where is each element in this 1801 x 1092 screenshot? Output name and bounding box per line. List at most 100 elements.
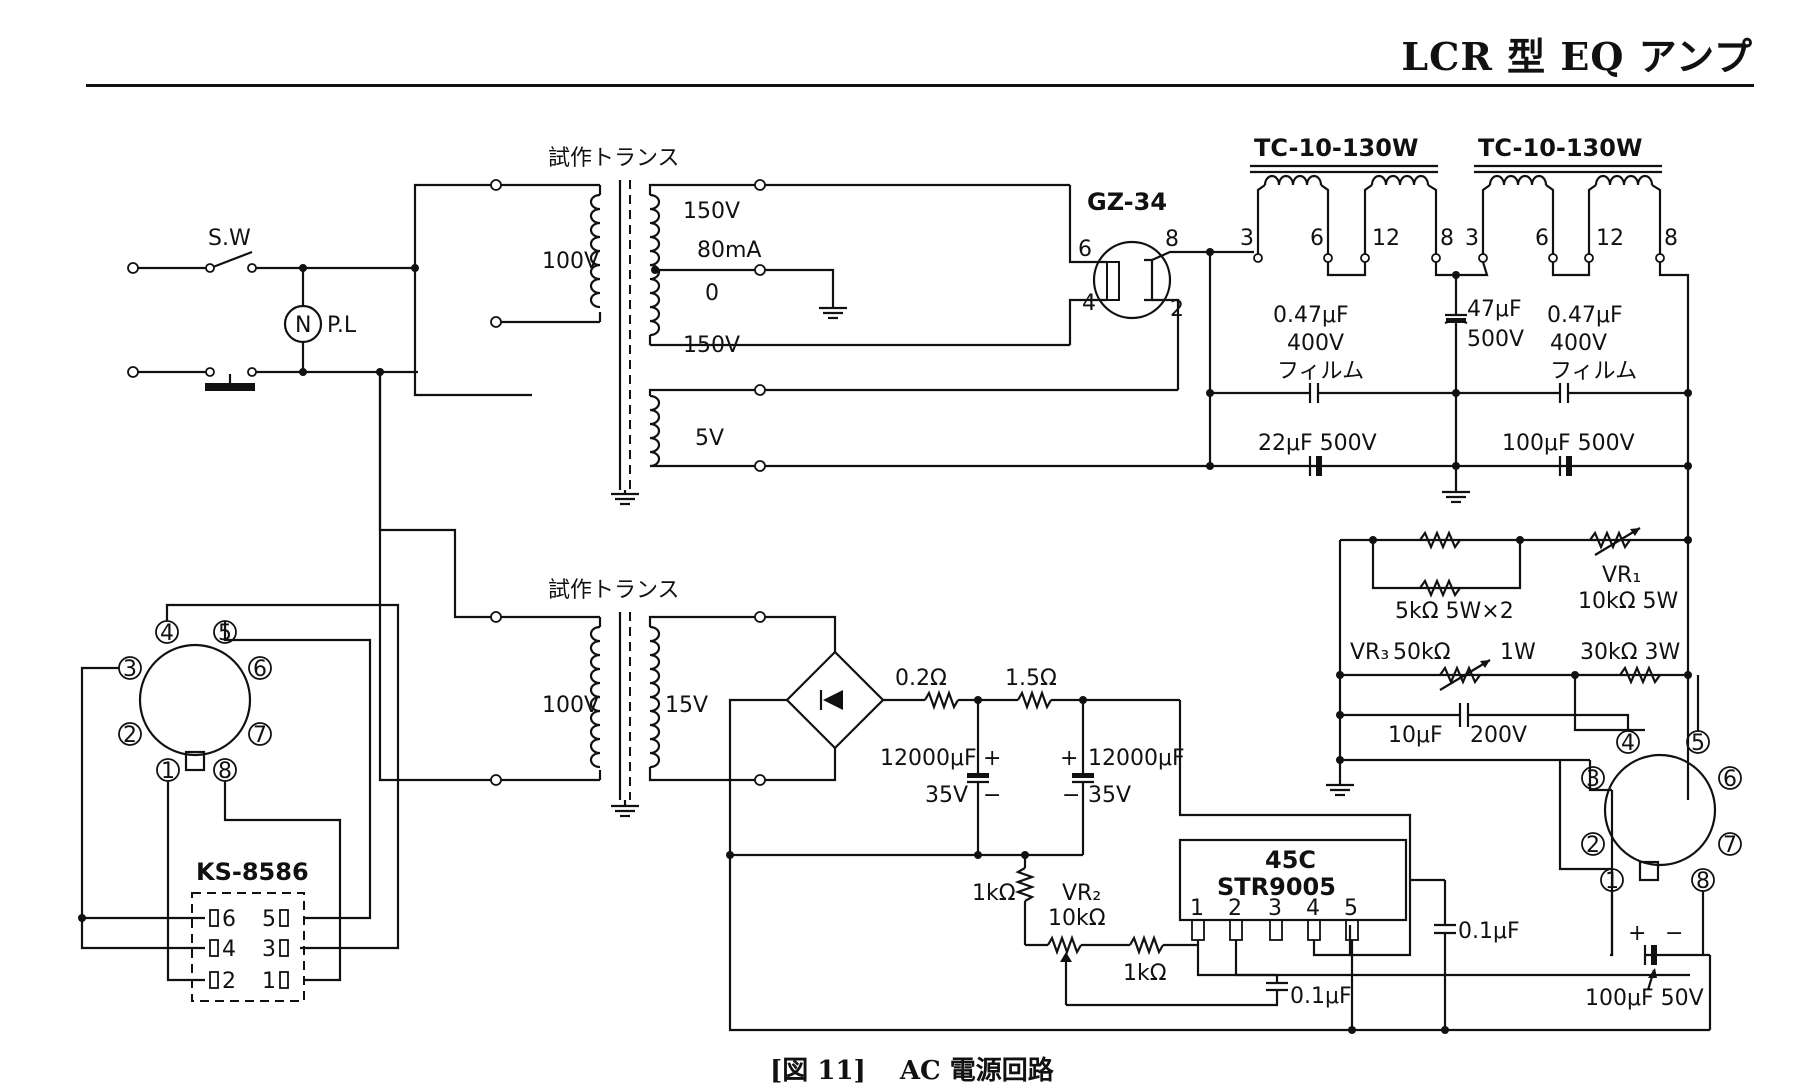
lv-supply: 0.2Ω 1.5Ω 12000μF + 35V − + 12000μF − 35…	[726, 650, 1710, 1032]
mains-input: S.W N P.L	[127, 183, 532, 782]
svg-text:3: 3	[123, 657, 137, 682]
power-switch	[212, 250, 253, 269]
r-30k-label: 30kΩ 3W	[1580, 640, 1681, 665]
header-rule	[86, 84, 1754, 87]
resistor-5k-b	[1419, 578, 1461, 598]
trans2-primary-label: 100V	[542, 693, 599, 718]
trans1-primary-winding	[589, 193, 601, 309]
cap2-voltage: 500V	[1467, 327, 1524, 352]
conn-right-pin-5: 5	[262, 907, 276, 932]
trans1-hv-voltage-top: 150V	[683, 199, 740, 224]
conn-right-pin-1: 1	[262, 969, 276, 994]
resistor-0.2ohm	[924, 689, 959, 711]
c4-label: 0.1μF	[1458, 919, 1520, 944]
cap2-value: 47μF	[1467, 297, 1522, 322]
connector-ks8586: KS-8586 6 4 2 5 3 1	[191, 858, 309, 1002]
figure-title: AC 電源回路	[899, 1056, 1054, 1086]
resistor-5k-a	[1419, 530, 1461, 550]
r4-label: 1kΩ	[1123, 961, 1167, 986]
trans1-hv-voltage-bottom: 150V	[683, 333, 740, 358]
c1-voltage: 35V	[925, 783, 968, 808]
conn-right-pin-3: 3	[262, 937, 276, 962]
cap-10uf-label: 10μF	[1388, 723, 1443, 748]
svg-text:+: +	[1628, 921, 1646, 946]
resistor-1k-a	[1014, 867, 1036, 902]
svg-text:6: 6	[1723, 767, 1737, 792]
choke-1: TC-10-130W 3 6 12 8	[1240, 134, 1454, 277]
svg-text:1: 1	[161, 759, 175, 784]
rectifier-pin2: 2	[1170, 297, 1184, 322]
r-5k-label: 5kΩ 5W×2	[1395, 599, 1514, 624]
pilot-lamp-label: P.L	[327, 313, 357, 338]
page-header-title: LCR 型 EQ アンプ	[1401, 34, 1753, 79]
regulator-line1: 45C	[1265, 846, 1316, 874]
figure-caption: [図 11] AC 電源回路	[770, 1050, 1088, 1087]
svg-text:+: +	[983, 746, 1001, 771]
vr2-label: 10kΩ	[1048, 906, 1106, 931]
conn-left-pin-2: 2	[222, 969, 236, 994]
svg-text:5: 5	[1691, 731, 1705, 756]
svg-text:8: 8	[218, 759, 232, 784]
input-terminal-top	[127, 262, 139, 274]
gz34-rectifier-tube: GZ-34 6 8 4 2	[1068, 185, 1200, 390]
choke1-pin3: 3	[1240, 226, 1254, 251]
socket-left-body	[138, 643, 252, 757]
choke1-pin12: 12	[1372, 226, 1400, 251]
svg-text:4: 4	[160, 621, 174, 646]
cap1-voltage: 400V	[1287, 331, 1344, 356]
trans1-hv-winding	[649, 193, 661, 337]
trans1-primary-label: 100V	[542, 249, 599, 274]
svg-text:2: 2	[123, 723, 137, 748]
rectifier-name: GZ-34	[1087, 188, 1167, 216]
trans2-secondary-label: 15V	[665, 693, 708, 718]
socket-right: 1 2 3 4 5 6 7 8	[1558, 675, 1742, 955]
svg-text:1: 1	[1605, 869, 1619, 894]
resistor-30k	[1619, 665, 1661, 685]
r-1.5-label: 1.5Ω	[1005, 666, 1057, 691]
power-transformer-2: 試作トランス 100V 15V	[490, 578, 837, 818]
svg-text:+: +	[1060, 746, 1078, 771]
vr1-name: VR₁	[1602, 563, 1641, 588]
figure-number: [図 11]	[770, 1056, 866, 1086]
regulator-line2: STR9005	[1217, 873, 1336, 901]
trans1-title: 試作トランス	[548, 146, 680, 171]
conn-left-pin-4: 4	[222, 937, 236, 962]
vr3-wattage: 1W	[1500, 640, 1536, 665]
choke2-name: TC-10-130W	[1478, 134, 1642, 162]
fuse-body	[205, 383, 255, 391]
connector-name: KS-8586	[196, 858, 309, 886]
cap4-label: 22μF 500V	[1258, 431, 1377, 456]
reg-pin-3: 3	[1268, 896, 1282, 921]
pilot-lamp-symbol: N	[295, 313, 311, 338]
rectifier-pin6: 6	[1078, 237, 1092, 262]
cap-10uf-voltage: 200V	[1470, 723, 1527, 748]
trans2-primary-winding	[589, 625, 601, 769]
regulator-pins: 1 2 3 4 5	[1190, 896, 1359, 941]
hv-filter-network: 0.47μF 400V フィルム 47μF 500V 0.47μF 400V フ…	[1200, 248, 1692, 800]
r3-label: 1kΩ	[972, 881, 1016, 906]
vr1-label: 10kΩ 5W	[1578, 589, 1679, 614]
choke2-pin3: 3	[1465, 226, 1479, 251]
vr1-resistor	[1589, 530, 1631, 550]
connector-outline	[191, 892, 305, 1002]
choke2-pin6: 6	[1535, 226, 1549, 251]
input-terminal-bottom	[127, 366, 139, 378]
svg-text:3: 3	[1586, 767, 1600, 792]
choke1-pin6: 6	[1310, 226, 1324, 251]
choke-2: TC-10-130W 3 6 12 8	[1465, 134, 1678, 277]
choke2-pin8: 8	[1664, 226, 1678, 251]
cap1-type: フィルム	[1277, 359, 1364, 384]
svg-text:4: 4	[1621, 731, 1635, 756]
cap5-label: 100μF 500V	[1502, 431, 1635, 456]
vr3-label: 50kΩ	[1393, 640, 1451, 665]
svg-text:8: 8	[1696, 869, 1710, 894]
trans1-fil-winding	[649, 394, 661, 468]
c5-label: 100μF 50V	[1585, 986, 1704, 1011]
r-0.2-label: 0.2Ω	[895, 666, 947, 691]
c2-value: 12000μF	[1088, 746, 1185, 771]
svg-text:7: 7	[253, 723, 267, 748]
regulator-body	[1178, 838, 1408, 922]
c2-voltage: 35V	[1088, 783, 1131, 808]
vr3-name: VR₃	[1350, 640, 1389, 665]
